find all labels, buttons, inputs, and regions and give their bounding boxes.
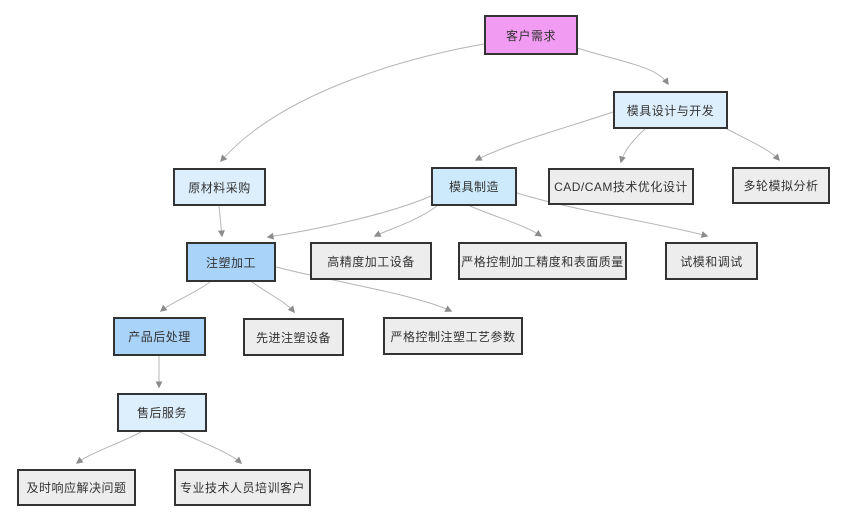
node-label: 原材料采购 — [188, 180, 251, 195]
node-multi-round-simulation-analysis: 多轮模拟分析 — [732, 167, 830, 204]
node-label: 模具设计与开发 — [626, 103, 715, 118]
edge-D-H — [373, 205, 438, 237]
edge-D-I — [469, 205, 543, 237]
edge-group — [75, 43, 780, 464]
edge-B-D — [474, 111, 614, 161]
node-high-precision-machining-equipment: 高精度加工设备 — [310, 242, 432, 280]
node-injection-molding: 注塑加工 — [186, 242, 276, 282]
node-label: 注塑加工 — [205, 255, 256, 270]
node-label: 客户需求 — [505, 28, 556, 43]
node-label: CAD/CAM技术优化设计 — [554, 180, 688, 194]
node-strict-injection-process-parameters: 严格控制注塑工艺参数 — [383, 317, 523, 355]
edge-G-M — [275, 266, 453, 312]
node-after-sales-service: 售后服务 — [117, 393, 207, 432]
node-label: 试模和调试 — [680, 254, 743, 269]
node-label: 严格控制注塑工艺参数 — [390, 329, 516, 344]
edge-G-L — [251, 281, 295, 314]
node-product-post-processing: 产品后处理 — [113, 317, 206, 356]
node-professional-staff-customer-training: 专业技术人员培训客户 — [174, 469, 311, 506]
edge-C-G — [217, 205, 225, 238]
node-mold-design-development: 模具设计与开发 — [613, 91, 728, 129]
edge-G-K — [159, 281, 211, 312]
node-label: 先进注塑设备 — [255, 330, 331, 345]
node-raw-material-procurement: 原材料采购 — [173, 168, 266, 206]
node-label: 专业技术人员培训客户 — [179, 481, 305, 495]
node-label: 及时响应解决问题 — [26, 481, 127, 495]
node-strict-machining-precision-surface-quality: 严格控制加工精度和表面质量 — [458, 242, 627, 280]
edge-A-C — [220, 43, 485, 163]
edge-B-F — [726, 128, 780, 162]
node-mold-manufacturing: 模具制造 — [431, 167, 517, 206]
node-label: 高精度加工设备 — [327, 254, 415, 269]
node-label: 产品后处理 — [128, 330, 191, 344]
node-label: 模具制造 — [448, 180, 499, 194]
node-label: 严格控制加工精度和表面质量 — [461, 254, 624, 269]
edge-B-E — [619, 128, 646, 164]
node-label: 售后服务 — [136, 406, 187, 420]
node-cad-cam-optimized-design: CAD/CAM技术优化设计 — [548, 168, 694, 205]
node-label: 多轮模拟分析 — [743, 179, 819, 193]
edge-D-G — [266, 195, 432, 240]
edge-A-B — [576, 47, 669, 86]
node-timely-response-problem-solving: 及时响应解决问题 — [17, 469, 136, 506]
node-advanced-injection-equipment: 先进注塑设备 — [243, 318, 344, 356]
edge-D-J — [516, 192, 709, 238]
node-trial-mold-debugging: 试模和调试 — [665, 242, 758, 280]
edge-N-O — [75, 431, 142, 464]
edge-N-P — [179, 431, 243, 464]
node-customer-demand: 客户需求 — [484, 15, 578, 55]
